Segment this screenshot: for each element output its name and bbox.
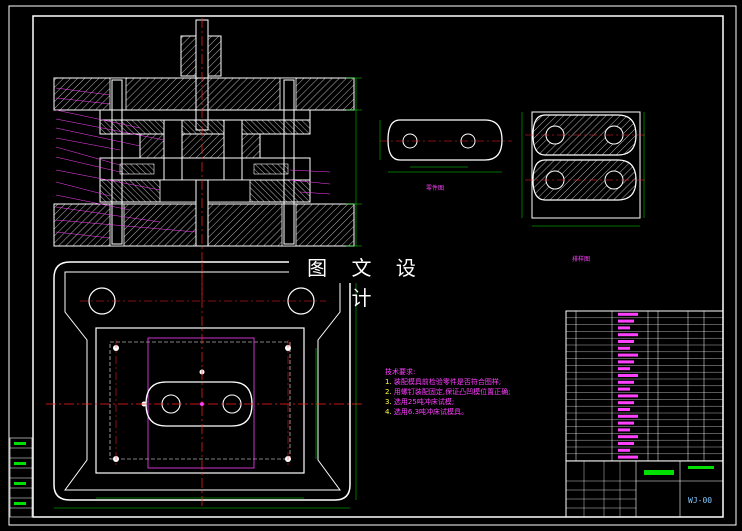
tech-requirement-item: 2. 用螺钉装配固定,保证凸凹模位置正确; [385,388,511,396]
parts-list-entry-mark [618,394,638,398]
parts-list-entry-mark [618,346,630,350]
parts-list-entry-mark [618,421,634,425]
tech-requirement-item: 1. 装配模具前检验零件是否符合图样; [385,378,502,386]
parts-list-entry-mark [618,360,634,364]
tech-requirement-item: 4. 选用6.3吨冲床试模具。 [385,408,469,416]
parts-list-entry-mark [618,380,634,384]
outer-frame [8,5,737,526]
parts-list-entry-mark [618,414,638,418]
parts-list-entry-mark [618,340,634,343]
front-section-view [53,18,362,300]
parts-list-entry-mark [618,312,638,316]
parts-list-entry-mark [618,428,630,432]
part-drawing-label: 零件图 [426,185,445,192]
parts-list-entry-mark [618,326,630,330]
drawing-number: WJ-00 [688,496,713,505]
parts-list-entry-mark [618,387,630,391]
watermark: 图 文 设 计 [289,253,443,310]
layout-drawing-label: 排样图 [572,256,591,263]
part-drawing [379,119,512,173]
parts-list-entry-mark [618,319,634,323]
parts-list-entry-mark [618,367,630,371]
tech-requirements-title: 技术要求: [385,368,416,376]
layout-drawing [521,111,648,227]
parts-list-entry-mark [618,408,630,411]
parts-list-entry-mark [618,435,638,439]
inner-frame [32,15,724,518]
parts-list-entry-mark [618,455,638,459]
title-block [565,460,724,518]
parts-list-entry-mark [618,442,634,445]
parts-list-entry-mark [618,401,634,405]
parts-list-entry-mark [618,333,638,337]
tech-requirement-item: 3. 选用25吨冲床试模; [385,398,455,406]
parts-list-entry-mark [618,353,638,357]
left-margin-block [9,437,33,518]
parts-list-entry-mark [618,448,630,452]
parts-list-entry-mark [618,374,638,377]
parts-list [565,310,724,462]
technical-requirements: 技术要求: 1. 装配模具前检验零件是否符合图样; 2. 用螺钉装配固定,保证凸… [385,367,511,417]
plan-view [46,261,362,509]
